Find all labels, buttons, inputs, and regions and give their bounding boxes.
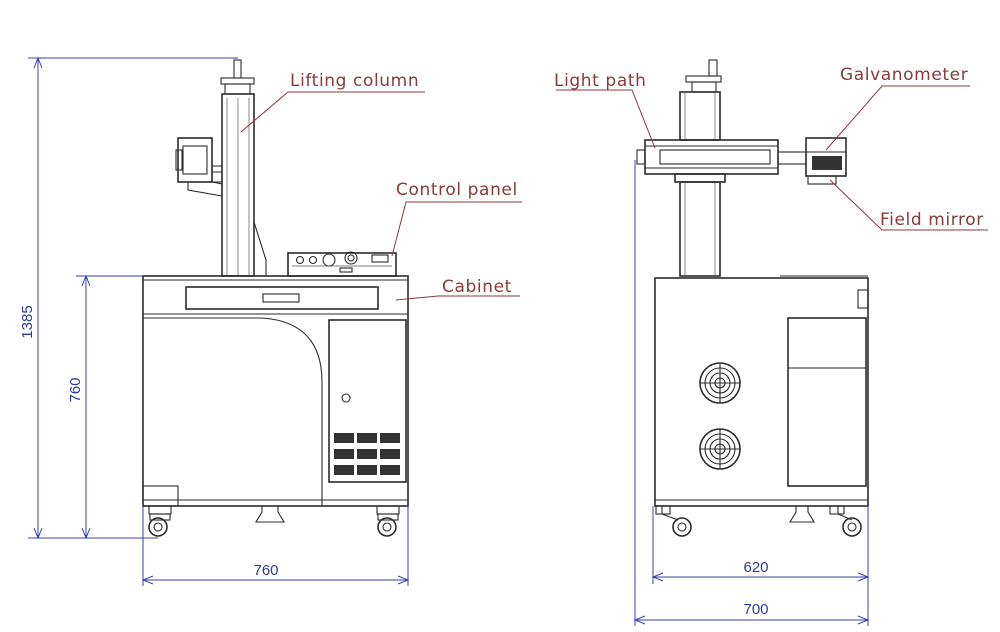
control-panel — [287, 251, 397, 277]
side-casters — [655, 505, 862, 537]
dim-cabinet-height: 760 — [67, 377, 84, 402]
dim-side-cabinet-width: 620 — [743, 559, 768, 576]
dim-total-height: 1385 — [19, 305, 36, 338]
label-control-panel: Control panel — [396, 180, 518, 200]
light-path — [636, 139, 807, 175]
label-field-mirror: Field mirror — [880, 210, 984, 230]
label-cabinet: Cabinet — [442, 277, 512, 297]
field-mirror — [807, 175, 837, 185]
front-casters — [148, 505, 400, 537]
label-lifting-column: Lifting column — [290, 71, 419, 91]
front-lifting-column — [221, 93, 267, 277]
galvanometer — [805, 137, 847, 177]
front-laser-head — [175, 137, 223, 197]
front-vents — [334, 433, 400, 475]
front-cabinet — [142, 275, 409, 507]
side-cabinet — [654, 275, 869, 507]
dim-side-total-width: 700 — [743, 601, 768, 618]
dim-front-width: 760 — [253, 562, 278, 579]
label-light-path: Light path — [554, 71, 646, 91]
side-view — [636, 59, 869, 537]
label-galvanometer: Galvanometer — [840, 65, 968, 85]
front-view — [142, 59, 409, 537]
callout-lines — [240, 85, 988, 301]
side-fans — [699, 362, 741, 470]
dimension-lines — [28, 56, 870, 626]
